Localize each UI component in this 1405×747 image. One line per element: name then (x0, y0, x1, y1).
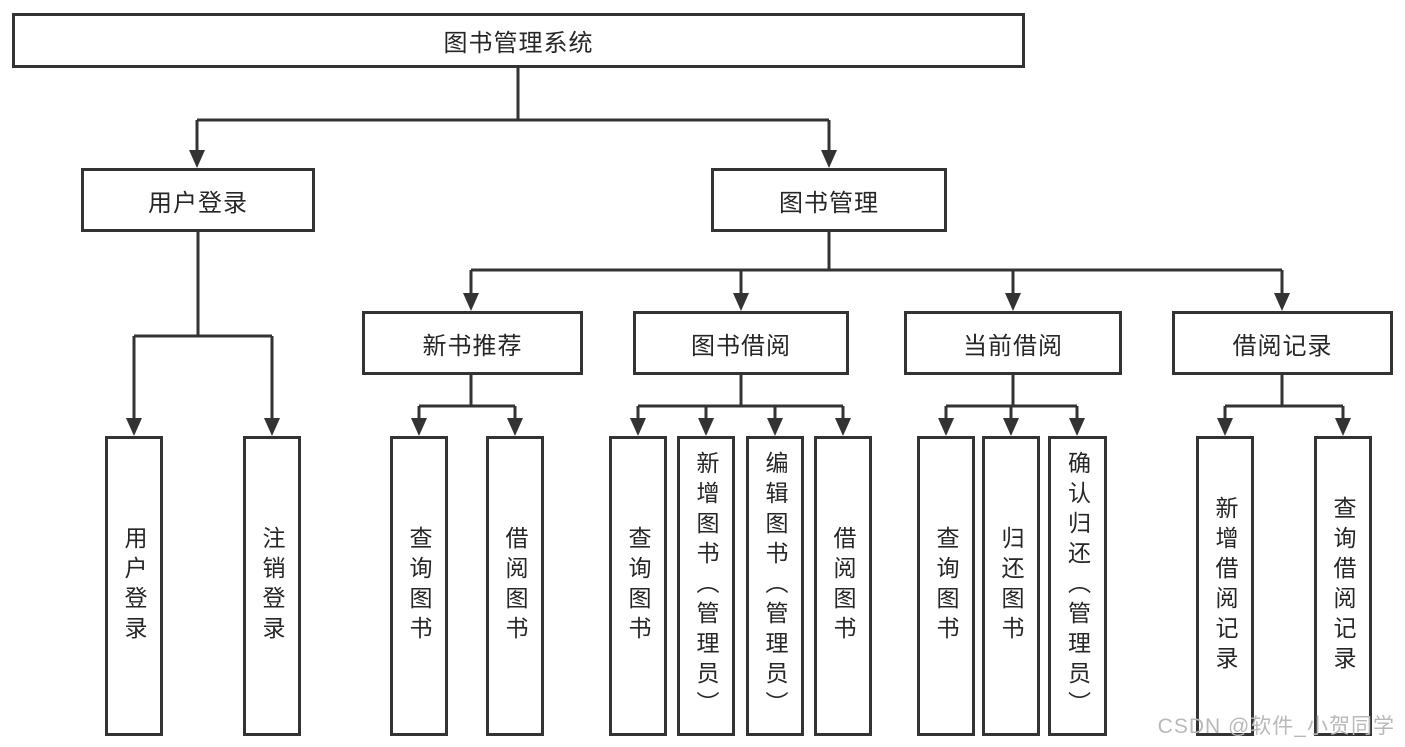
leaf-query-borrow-record: 查询借阅记录 (1314, 436, 1372, 736)
leaf-logout: 注销登录 (243, 436, 301, 736)
node-current-borrow: 当前借阅 (904, 311, 1122, 375)
node-label: 用户登录 (148, 189, 248, 217)
node-label: 当前借阅 (963, 332, 1063, 360)
leaf-label: 查询图书 (625, 526, 651, 646)
leaf-query-books-3: 查询图书 (917, 436, 975, 736)
leaf-query-books-2: 查询图书 (609, 436, 667, 736)
node-book-borrow: 图书借阅 (633, 311, 849, 375)
leaf-label: 用户登录 (121, 526, 147, 646)
node-user-login: 用户登录 (81, 168, 315, 232)
node-label: 借阅记录 (1232, 332, 1333, 360)
node-new-book-recommend: 新书推荐 (362, 311, 583, 375)
leaf-confirm-return-admin: 确认归还（管理员） (1048, 436, 1107, 736)
leaf-label: 查询图书 (406, 526, 432, 646)
leaf-label: 新增借阅记录 (1212, 496, 1238, 676)
leaf-label: 查询图书 (933, 526, 959, 646)
leaf-label: 借阅图书 (830, 526, 856, 646)
leaf-add-borrow-record: 新增借阅记录 (1196, 436, 1254, 736)
node-borrow-records: 借阅记录 (1172, 311, 1393, 375)
node-root-system: 图书管理系统 (12, 13, 1025, 68)
leaf-label: 归还图书 (998, 526, 1024, 646)
leaf-borrow-books-2: 借阅图书 (814, 436, 872, 736)
leaf-return-books: 归还图书 (982, 436, 1040, 736)
leaf-label: 注销登录 (259, 526, 285, 646)
leaf-label: 确认归还（管理员） (1064, 451, 1091, 721)
leaf-edit-books-admin: 编辑图书（管理员） (746, 436, 804, 736)
node-book-management: 图书管理 (711, 168, 947, 232)
leaf-query-books-1: 查询图书 (390, 436, 448, 736)
leaf-label: 新增图书（管理员） (693, 451, 719, 721)
leaf-user-login: 用户登录 (105, 436, 163, 736)
node-label: 新书推荐 (422, 332, 523, 360)
csdn-watermark: CSDN @软件_小贺同学 (1157, 715, 1395, 738)
leaf-borrow-books-1: 借阅图书 (486, 436, 544, 736)
leaf-label: 编辑图书（管理员） (762, 451, 788, 721)
leaf-label: 借阅图书 (502, 526, 528, 646)
node-label: 图书管理系统 (443, 30, 594, 57)
node-label: 图书借阅 (691, 332, 791, 360)
node-label: 图书管理 (779, 189, 879, 217)
leaf-label: 查询借阅记录 (1330, 496, 1356, 676)
leaf-add-books-admin: 新增图书（管理员） (677, 436, 735, 736)
